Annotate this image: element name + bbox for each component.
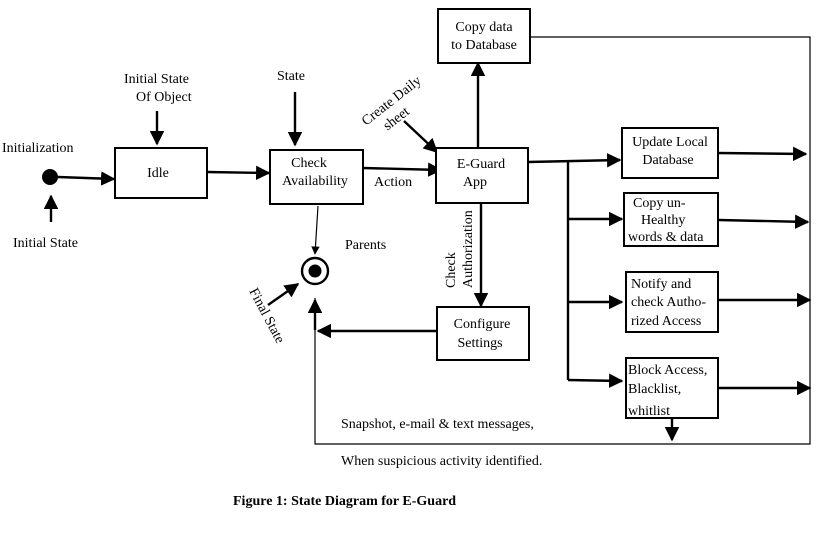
- state-update-local: Update Local Database: [621, 127, 719, 179]
- copy-unhealthy-line3: words & data: [628, 230, 704, 245]
- update-local-line1: Update Local: [632, 135, 708, 150]
- label-check-authorization-line1: Check: [444, 252, 459, 288]
- state-idle: Idle: [114, 147, 208, 199]
- update-local-line2: Database: [642, 153, 693, 168]
- copy-data-line1: Copy data: [455, 20, 513, 35]
- arrow-check-to-final: [311, 205, 320, 255]
- label-action: Action: [374, 175, 412, 190]
- state-idle-label: Idle: [147, 166, 169, 181]
- arrow-init-to-idle: [57, 171, 116, 186]
- check-availability-line2: Availability: [282, 174, 348, 189]
- initial-state-dot: [42, 169, 58, 185]
- label-check-authorization-line2: Authorization: [461, 210, 476, 288]
- arrow-create-daily-sheet: [403, 120, 439, 153]
- return-loop: [314, 36, 811, 445]
- connectors: [43, 36, 812, 445]
- label-snapshot-line1: Snapshot, e-mail & text messages,: [341, 417, 534, 432]
- notify-line1: Notify and: [631, 277, 691, 292]
- state-eguard-app: E-Guard App: [435, 147, 529, 204]
- label-initial-state-object-line2: Of Object: [136, 90, 192, 105]
- configure-settings-line1: Configure: [454, 317, 511, 332]
- label-initial-state-object-line1: Initial State: [124, 72, 189, 87]
- arrow-branch-to-block: [567, 373, 624, 388]
- block-line1: Block Access,: [628, 363, 707, 378]
- state-configure-settings: Configure Settings: [436, 306, 530, 361]
- label-check-authorization: Check Authorization: [444, 210, 476, 288]
- label-initial-state: Initial State: [13, 236, 78, 251]
- copy-unhealthy-line2: Healthy: [641, 213, 685, 228]
- state-notify: Notify and check Autho- rized Access: [625, 271, 719, 333]
- figure-caption: Figure 1: State Diagram for E-Guard: [233, 494, 456, 509]
- final-state-inner: [308, 264, 322, 278]
- label-create-daily-sheet: Create Daily sheet: [359, 74, 424, 134]
- state-copy-data: Copy data to Database: [437, 8, 531, 64]
- eguard-app-line1: E-Guard: [457, 157, 505, 172]
- arrow-idle-to-check: [206, 165, 271, 180]
- arrow-update-out: [717, 146, 808, 162]
- label-snapshot-line2: When suspicious activity identified.: [341, 454, 542, 469]
- block-line2: Blacklist,: [628, 382, 681, 397]
- eguard-app-line2: App: [463, 175, 487, 190]
- copy-data-line2: to Database: [451, 38, 517, 53]
- check-availability-line1: Check: [291, 156, 327, 171]
- state-copy-unhealthy: Copy un- Healthy words & data: [623, 192, 719, 247]
- arrow-eguard-to-update: [527, 153, 622, 168]
- label-state: State: [277, 69, 305, 84]
- arrow-copy-unhealthy-out: [717, 214, 810, 229]
- notify-line3: rized Access: [631, 314, 701, 329]
- label-initialization: Initialization: [2, 141, 74, 156]
- copy-unhealthy-line1: Copy un-: [633, 196, 686, 211]
- block-line3: whitlist: [628, 404, 670, 419]
- arrow-final-state-pointer: [267, 283, 300, 306]
- label-parents: Parents: [345, 238, 386, 253]
- notify-line2: check Autho-: [631, 295, 706, 310]
- arrow-check-to-eguard: [362, 162, 443, 177]
- state-check-availability: Check Availability: [269, 149, 364, 205]
- state-block: Block Access, Blacklist, whitlist: [625, 357, 719, 419]
- configure-settings-line2: Settings: [457, 336, 502, 351]
